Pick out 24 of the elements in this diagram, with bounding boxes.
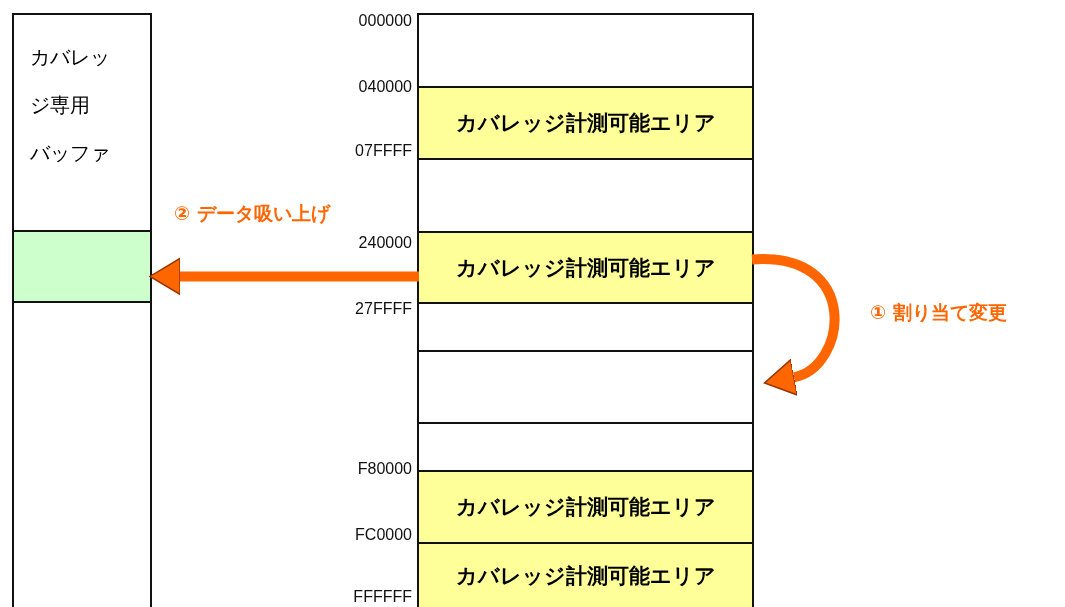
area-label: カバレッジ計測可能エリア (454, 562, 717, 590)
address-label: 240000 (357, 234, 412, 252)
edge-label: ① 割り当て変更 (868, 300, 1009, 326)
buffer-slot (14, 230, 150, 303)
address-label: 000000 (357, 12, 412, 30)
address-label: 040000 (357, 78, 412, 96)
address-label: 27FFFF (354, 300, 412, 318)
buffer-title: カバレッジ専用バッファ (30, 44, 111, 167)
memory-area-row (419, 86, 752, 158)
address-label: FFFFFF (352, 588, 412, 606)
address-label: 07FFFF (354, 142, 412, 160)
address-label: F80000 (356, 460, 412, 478)
memory-map-column (417, 13, 754, 607)
arrow (149, 257, 419, 296)
buffer-column (12, 13, 152, 607)
memory-area-row (419, 542, 752, 607)
address-label: FC0000 (354, 526, 412, 544)
memory-area-row (419, 231, 752, 302)
area-label: カバレッジ計測可能エリア (454, 254, 717, 282)
arrow (751, 254, 840, 395)
area-label: カバレッジ計測可能エリア (454, 494, 717, 521)
memory-area-row (419, 470, 752, 542)
area-label: カバレッジ計測可能エリア (454, 110, 717, 137)
edge-label: ② データ吸い上げ (172, 201, 332, 227)
